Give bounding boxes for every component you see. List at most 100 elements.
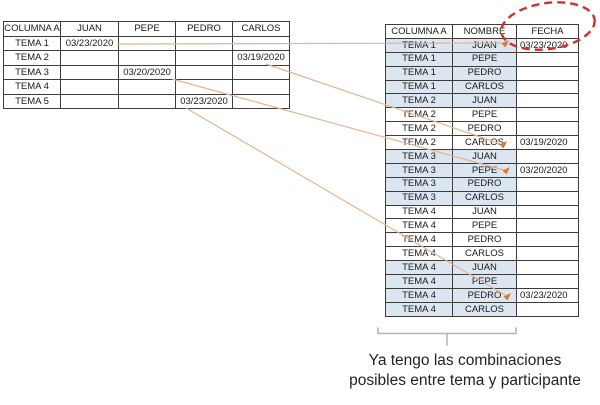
cell-date: 03/23/2020 [175,93,233,109]
cell-tema: TEMA 2 [385,121,453,137]
cell-nombre: PEPE [452,51,517,67]
cell-date [118,93,176,109]
group-brace [377,327,517,346]
cell-nombre: PEDRO [452,65,517,81]
cell-nombre: JUAN [452,260,517,276]
header-row: COLUMNA A NOMBRE FECHA [385,24,579,39]
cell-fecha [516,218,579,234]
cell-date [118,79,176,95]
cell-date [175,79,233,95]
cell-nombre: JUAN [452,204,517,220]
cell-nombre: PEPE [452,107,517,123]
cell-tema: TEMA 4 [3,79,61,95]
left-header-juan: JUAN [60,21,119,37]
caption-line-1: Ya tengo las combinaciones [368,352,562,369]
left-header-pedro: PEDRO [175,21,233,37]
cell-fecha [516,149,579,164]
cell-fecha: 03/23/2020 [516,37,579,53]
cell-nombre: PEPE [452,218,517,234]
cell-tema: TEMA 3 [385,190,453,206]
cell-fecha: 03/19/2020 [516,135,579,151]
cell-tema: TEMA 4 [385,218,453,234]
cell-tema: TEMA 2 [385,93,453,109]
cell-tema: TEMA 1 [385,37,453,53]
cell-tema: TEMA 4 [385,287,453,303]
cell-date [60,64,119,80]
cell-nombre: PEPE [452,274,517,289]
cell-tema: TEMA 3 [385,162,453,178]
cell-tema: TEMA 1 [385,79,453,95]
cell-tema: TEMA 4 [385,246,453,262]
cell-fecha [516,51,579,67]
header-row: COLUMNA A JUAN PEPE PEDRO CARLOS [3,21,290,37]
cell-date [118,50,176,66]
cell-date: 03/23/2020 [60,35,119,51]
cell-fecha [516,65,579,81]
left-header-columna-a: COLUMNA A [3,21,61,37]
left-header-carlos: CARLOS [232,21,290,37]
cell-nombre: CARLOS [452,135,517,151]
cell-fecha [516,121,579,137]
caption-text: Ya tengo las combinaciones posibles entr… [305,351,600,391]
cell-fecha [516,274,579,289]
table-row: TEMA 5 03/23/2020 [3,93,290,109]
cell-fecha: 03/23/2020 [516,287,579,303]
cell-tema: TEMA 3 [3,64,61,80]
cell-tema: TEMA 2 [385,135,453,151]
cell-date [118,35,176,51]
cell-fecha: 03/20/2020 [516,162,579,178]
table-row: TEMA 2 03/19/2020 [3,50,290,66]
cell-tema: TEMA 4 [385,232,453,248]
cell-date [232,93,290,109]
cell-tema: TEMA 4 [385,274,453,289]
cell-tema: TEMA 2 [385,107,453,123]
cell-fecha [516,260,579,276]
cell-date [175,64,233,80]
left-header-pepe: PEPE [118,21,176,37]
cell-fecha [516,107,579,123]
cell-tema: TEMA 1 [3,35,61,51]
source-matrix-table: COLUMNA A JUAN PEPE PEDRO CARLOS TEMA 1 … [3,21,290,109]
cell-date [60,93,119,109]
cell-tema: TEMA 2 [3,50,61,66]
cell-fecha [516,93,579,109]
cell-nombre: PEDRO [452,121,517,137]
cell-tema: TEMA 3 [385,149,453,164]
cell-nombre: JUAN [452,93,517,109]
caption-line-2: posibles entre tema y participante [349,372,581,389]
cell-tema: TEMA 1 [385,51,453,67]
cell-date [60,79,119,95]
cell-nombre: CARLOS [452,79,517,95]
cell-fecha [516,301,579,317]
cell-nombre: PEDRO [452,176,517,192]
cell-nombre: PEDRO [452,232,517,248]
cell-nombre: JUAN [452,37,517,53]
cell-fecha [516,246,579,262]
cell-nombre: CARLOS [452,246,517,262]
table-row: TEMA 4 [3,79,290,95]
cell-fecha [516,232,579,248]
cell-date [175,35,233,51]
cell-date [175,50,233,66]
cell-date: 03/20/2020 [118,64,176,80]
cell-fecha [516,176,579,192]
right-header-fecha: FECHA [516,24,579,39]
cell-fecha [516,204,579,220]
cell-date [60,50,119,66]
